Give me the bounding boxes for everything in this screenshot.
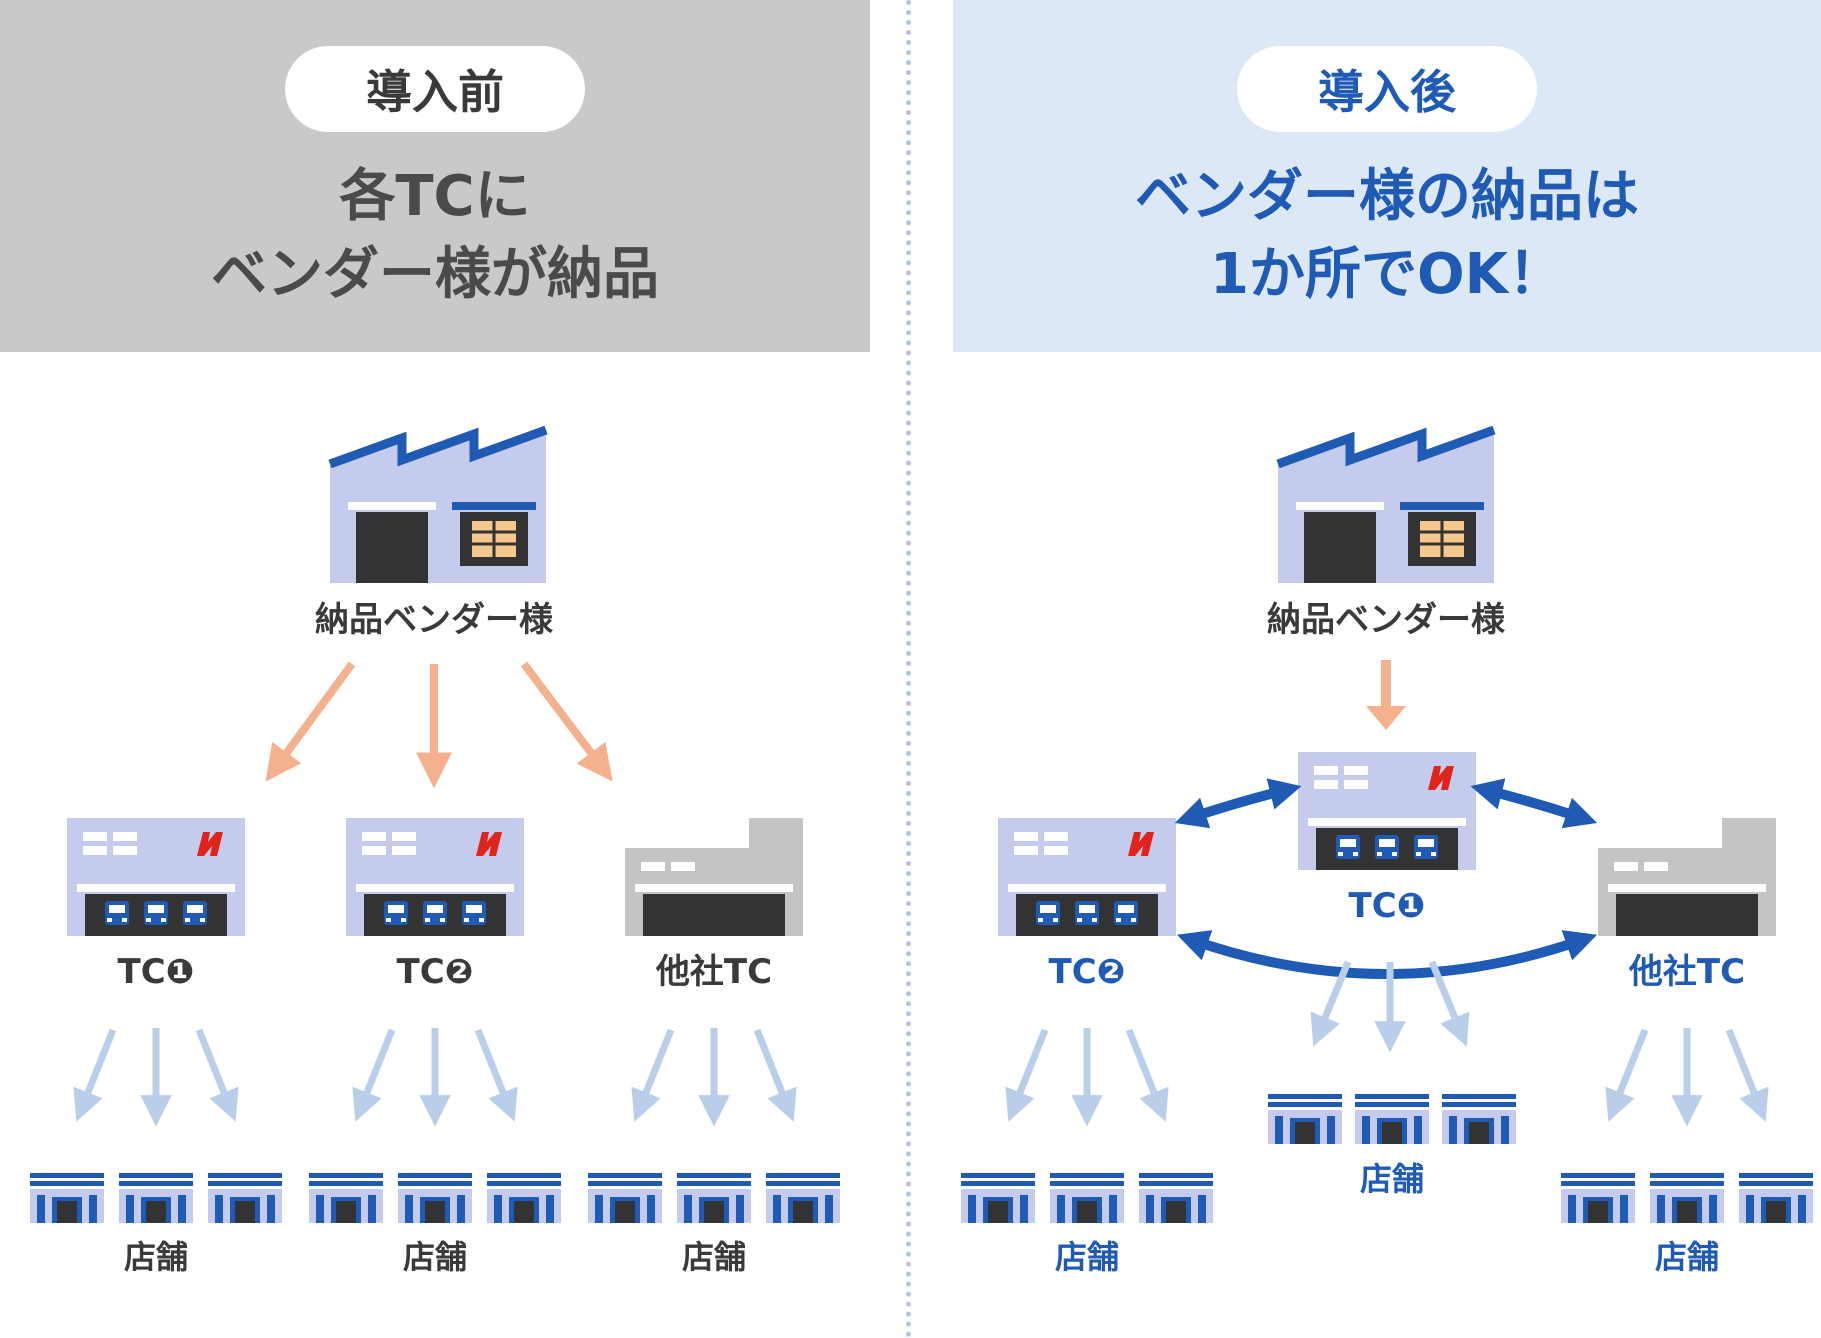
after-store-label-1: 店舗 <box>1055 1238 1119 1276</box>
store-icon <box>119 1173 193 1223</box>
store-icon <box>677 1173 751 1223</box>
store-icon <box>588 1173 662 1223</box>
after-headline-line2: 1か所でOK！ <box>1210 242 1564 307</box>
arrow-tc1-other-tc <box>1470 778 1598 829</box>
tc-warehouse-icon <box>998 818 1176 936</box>
tc-warehouse-icon <box>1298 752 1476 870</box>
before-headline-line2: ベンダー様が納品 <box>211 242 659 307</box>
store-icon <box>1442 1094 1516 1144</box>
store-icon <box>766 1173 840 1223</box>
section-divider <box>906 0 911 1338</box>
store-icon <box>1050 1173 1124 1223</box>
factory-icon <box>1278 430 1494 583</box>
after-store-label-3: 店舗 <box>1655 1238 1719 1276</box>
after-headline: ベンダー様の納品は 1か所でOK！ <box>953 158 1821 314</box>
store-icon <box>398 1173 472 1223</box>
before-store-label-1: 店舗 <box>124 1238 188 1276</box>
after-headline-line1: ベンダー様の納品は <box>1135 164 1639 229</box>
before-badge: 導入前 <box>285 46 585 132</box>
before-headline: 各TCに ベンダー様が納品 <box>0 158 870 314</box>
before-store-arrows <box>73 1028 797 1127</box>
before-headline-line1: 各TCに <box>339 164 531 229</box>
store-icon <box>208 1173 282 1223</box>
store-icon <box>30 1173 104 1223</box>
before-store-label-2: 店舗 <box>403 1238 467 1276</box>
after-tc1-label: TC❶ <box>1349 886 1426 926</box>
tc-warehouse-icon <box>346 818 524 936</box>
before-tc2-label: TC❷ <box>397 952 474 992</box>
arrow-to-tc1 <box>265 661 356 782</box>
store-icon <box>1739 1173 1813 1223</box>
before-store-label-3: 店舗 <box>682 1238 746 1276</box>
after-other-tc-label: 他社TC <box>1628 952 1745 992</box>
store-icon <box>1561 1173 1635 1223</box>
before-other-tc-label: 他社TC <box>655 952 772 992</box>
after-tc2-label: TC❷ <box>1049 952 1126 992</box>
tc-warehouse-icon <box>67 818 245 936</box>
before-stores <box>30 1173 840 1223</box>
before-tc1-label: TC❶ <box>118 952 195 992</box>
before-vendor-arrows <box>265 661 613 789</box>
store-icon <box>487 1173 561 1223</box>
arrow-to-other-tc <box>520 661 613 782</box>
after-store-label-2: 店舗 <box>1360 1160 1424 1198</box>
other-tc-warehouse-icon <box>1598 818 1776 936</box>
before-vendor-label: 納品ベンダー様 <box>315 600 554 640</box>
after-vendor-arrowhead <box>1366 706 1406 730</box>
store-icon <box>1650 1173 1724 1223</box>
store-icon <box>961 1173 1035 1223</box>
store-icon <box>1139 1173 1213 1223</box>
after-store-arrows <box>1005 960 1769 1127</box>
arrow-tc1-tc2 <box>1174 778 1302 829</box>
store-icon <box>309 1173 383 1223</box>
after-vendor-label: 納品ベンダー様 <box>1267 600 1506 640</box>
after-badge: 導入後 <box>1237 46 1537 132</box>
store-icon <box>1355 1094 1429 1144</box>
other-tc-warehouse-icon <box>625 818 803 936</box>
store-icon <box>1268 1094 1342 1144</box>
factory-icon <box>330 430 546 583</box>
